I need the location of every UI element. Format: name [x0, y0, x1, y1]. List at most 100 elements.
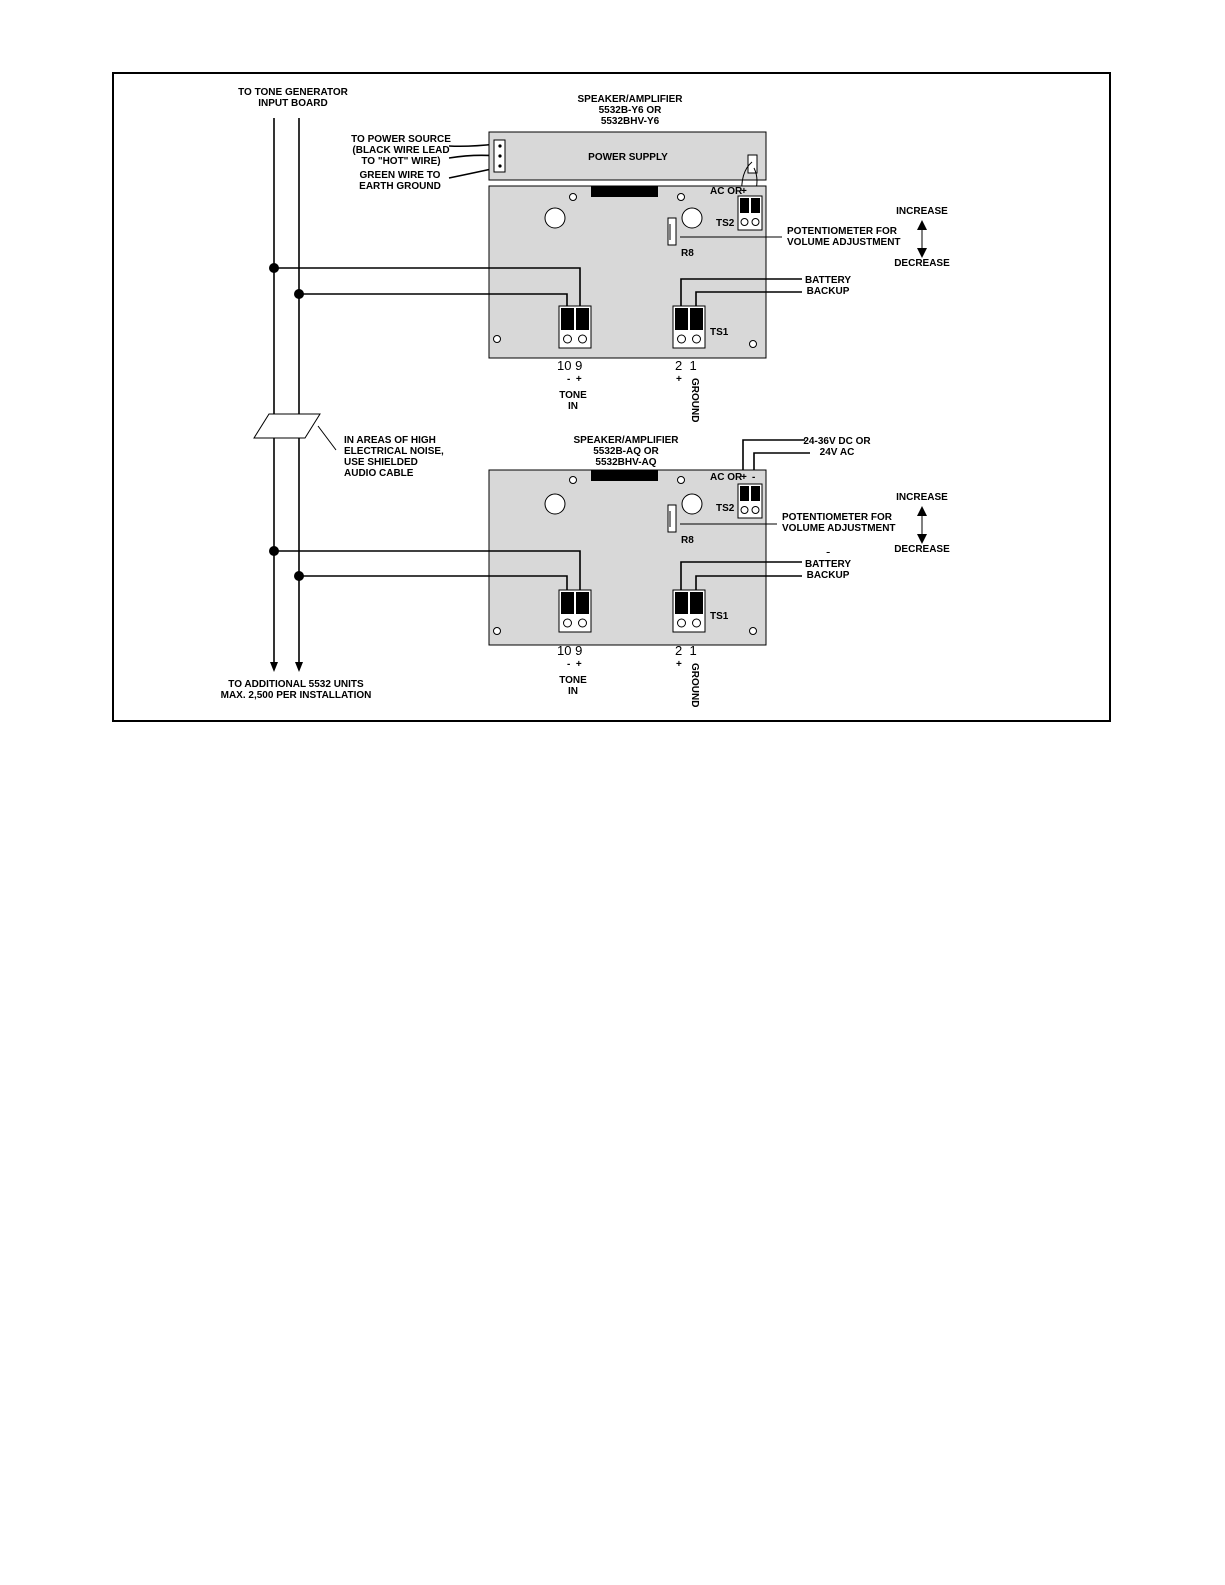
unit-top-title-1: SPEAKER/AMPLIFIER [577, 94, 683, 105]
unit-bottom-tone-wire-plus [299, 575, 568, 590]
unit-top-mount-hole-4 [749, 340, 757, 348]
unit-top-tone-screw-10 [563, 334, 572, 344]
shielded-note-3: USE SHIELDED [344, 457, 418, 468]
unit-top-ts2-pin-2 [751, 198, 760, 213]
unit-top-pot-label-2: VOLUME ADJUSTMENT [787, 237, 901, 248]
additional-units-label-2: MAX. 2,500 PER INSTALLATION [221, 690, 372, 701]
unit-top-potentiometer [667, 217, 677, 246]
unit-top-junction-minus [269, 263, 279, 273]
unit-bottom-potentiometer [667, 504, 677, 533]
power-supply-module [488, 131, 767, 181]
power-source-label-1: TO POWER SOURCE [351, 134, 451, 145]
unit-bottom-junction-minus [269, 546, 279, 556]
unit-top-ts2-screw-1 [740, 218, 749, 226]
bus-arrow-minus [270, 662, 278, 672]
unit-top-ac-or-label: AC OR [710, 186, 743, 197]
unit-bottom-pins-ground: 2 1 [675, 643, 697, 658]
unit-bottom-ts2-screw-2 [751, 506, 760, 514]
unit-top-ts2-screw-2 [751, 218, 760, 226]
diagram-frame [112, 72, 1111, 722]
unit-top-battery-label-2: BACKUP [807, 286, 850, 297]
unit-bottom-ts2-pin-2 [751, 486, 760, 501]
unit-top-large-hole-2 [681, 207, 703, 229]
unit-top: SPEAKER/AMPLIFIER 5532B-Y6 OR 5532BHV-Y6… [269, 94, 950, 422]
tone-generator-label-2: INPUT BOARD [258, 98, 327, 109]
unit-top-mount-hole-3 [493, 335, 501, 343]
unit-top-decrease-label: DECREASE [894, 258, 950, 269]
unit-top-ts1-screw-1 [692, 334, 701, 344]
power-output-connector [747, 154, 758, 174]
unit-top-ts1-screw-2 [677, 334, 686, 344]
unit-top-increase-label: INCREASE [896, 206, 948, 217]
unit-bottom-large-hole-2 [681, 493, 703, 515]
green-wire-label-1: GREEN WIRE TO [360, 170, 441, 181]
unit-bottom-tone-label-1: TONE [559, 675, 587, 686]
unit-top-tone-label-2: IN [568, 401, 578, 412]
unit-bottom-pins-tone-polarity: - + [567, 659, 582, 670]
unit-bottom-pot-label-1: POTENTIOMETER FOR [782, 512, 893, 523]
unit-top-title-3: 5532BHV-Y6 [601, 116, 660, 127]
unit-top-arrow-up [917, 220, 927, 230]
unit-bottom-mount-hole-1 [569, 476, 577, 484]
unit-top-tone-screw-9 [578, 334, 587, 344]
unit-bottom-speaker-slot [591, 470, 658, 481]
unit-top-r8-label: R8 [681, 248, 694, 259]
bus-arrow-plus [295, 662, 303, 672]
shielded-note-leader [317, 425, 337, 451]
unit-top-ts2-label: TS2 [716, 218, 735, 229]
unit-bottom-battery-label-2: BACKUP [807, 570, 850, 581]
unit-bottom-title-1: SPEAKER/AMPLIFIER [573, 435, 679, 446]
unit-bottom-battery-wire-pos [680, 561, 802, 590]
unit-top-ts2-pin-1 [740, 198, 749, 213]
unit-top-tone-pin-9 [576, 308, 589, 330]
unit-bottom-ts2-label: TS2 [716, 503, 735, 514]
unit-top-arrow-down [917, 248, 927, 258]
unit-bottom-tone-label-2: IN [568, 686, 578, 697]
unit-bottom-plus-sign: + [741, 472, 747, 483]
unit-top-junction-plus [294, 289, 304, 299]
unit-top-large-hole-1 [544, 207, 566, 229]
power-source-label-3: TO "HOT" WIRE) [361, 156, 440, 167]
shielded-note-1: IN AREAS OF HIGH [344, 435, 436, 446]
unit-bottom-tone-screw-10 [563, 618, 572, 628]
unit-bottom-large-hole-1 [544, 493, 566, 515]
unit-bottom: SPEAKER/AMPLIFIER 5532B-AQ OR 5532BHV-AQ… [269, 435, 950, 707]
unit-bottom-board [488, 469, 767, 646]
power-supply-label: POWER SUPPLY [588, 152, 668, 163]
additional-units-label-1: TO ADDITIONAL 5532 UNITS [228, 679, 364, 690]
power-input-pin-2 [498, 154, 502, 158]
unit-top-pin-plus: + [676, 374, 682, 385]
unit-top-ts1-label: TS1 [710, 327, 729, 338]
unit-top-pins-tone: 10 9 [557, 358, 582, 373]
unit-bottom-tone-screw-9 [578, 618, 587, 628]
unit-bottom-minus-sign: - [752, 472, 755, 483]
unit-top-ts1-pin-2 [675, 308, 688, 330]
unit-bottom-ts1-pin-1 [690, 592, 703, 614]
unit-bottom-arrow-up [917, 506, 927, 516]
unit-top-pins-ground: 2 1 [675, 358, 697, 373]
unit-top-battery-wire-pos [680, 278, 802, 306]
unit-bottom-ts1-screw-2 [677, 618, 686, 628]
unit-bottom-ac-or-label: AC OR [710, 472, 743, 483]
unit-bottom-arrow-down [917, 534, 927, 544]
unit-bottom-supply-label-1: 24-36V DC OR [803, 436, 871, 447]
unit-bottom-mount-hole-2 [677, 476, 685, 484]
shielded-note-2: ELECTRICAL NOISE, [344, 446, 444, 457]
unit-bottom-tone-wire-minus [274, 550, 581, 590]
unit-bottom-junction-plus [294, 571, 304, 581]
unit-bottom-pin-plus: + [676, 659, 682, 670]
unit-top-ground-label: GROUND [689, 378, 700, 422]
shielded-cable-symbol [253, 413, 321, 439]
unit-bottom-battery-label-1: BATTERY [805, 559, 851, 570]
unit-top-pot-label-1: POTENTIOMETER FOR [787, 226, 898, 237]
tone-generator-label-1: TO TONE GENERATOR [238, 87, 349, 98]
unit-bottom-tone-pin-10 [561, 592, 574, 614]
unit-bottom-pot-label-2: VOLUME ADJUSTMENT [782, 523, 896, 534]
unit-bottom-ground-label: GROUND [689, 663, 700, 707]
power-source-label-2: (BLACK WIRE LEAD [352, 145, 449, 156]
unit-bottom-ts2-pin-1 [740, 486, 749, 501]
unit-top-battery-label-1: BATTERY [805, 275, 851, 286]
unit-bottom-pins-tone: 10 9 [557, 643, 582, 658]
unit-bottom-ts1-screw-1 [692, 618, 701, 628]
